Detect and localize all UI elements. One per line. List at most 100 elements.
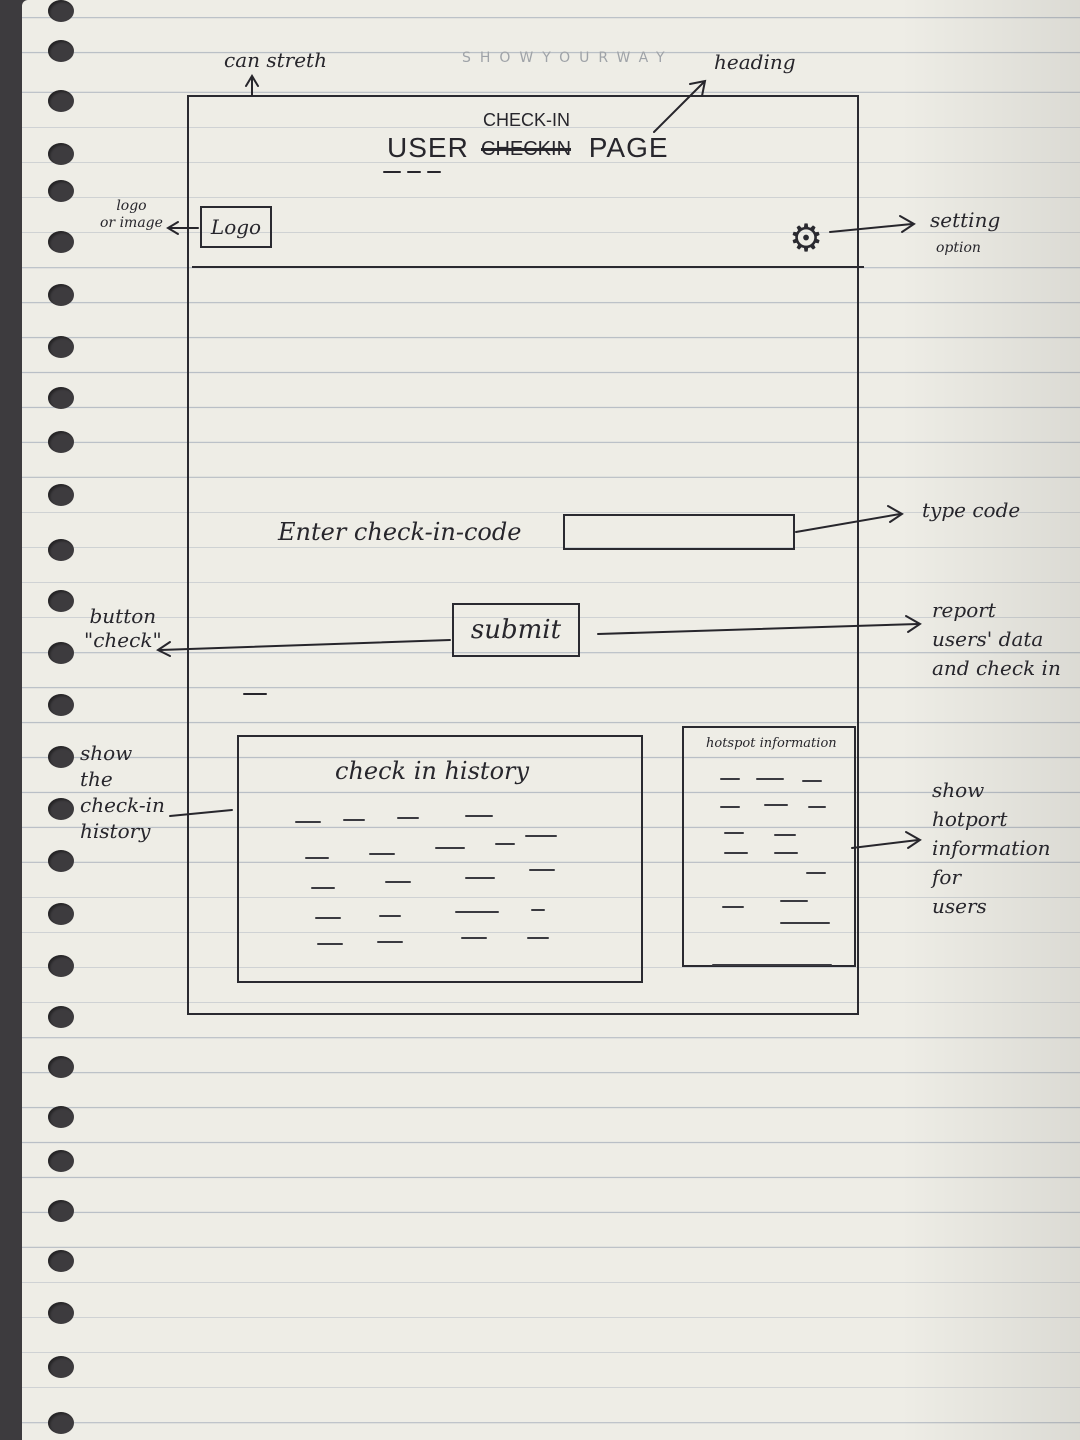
history-arrow: [169, 809, 233, 817]
heading-struck-word: CHECKIN: [481, 138, 572, 160]
binding-hole: [48, 90, 74, 112]
binding-hole: [48, 284, 74, 306]
binding-hole: [48, 484, 74, 506]
placeholder-line: [315, 917, 341, 919]
binding-hole: [48, 642, 74, 664]
placeholder-line: [343, 819, 365, 821]
history-panel-title: check in history: [335, 757, 530, 785]
button-arrow: [159, 639, 451, 651]
binding-hole: [48, 1200, 74, 1222]
note-logo: logo or image: [100, 198, 163, 231]
note-heading: heading: [714, 50, 796, 74]
note-setting-option: option: [936, 240, 981, 256]
placeholder-line: [377, 941, 403, 943]
placeholder-line: [311, 887, 335, 889]
placeholder-line: [379, 915, 401, 917]
placeholder-line: [317, 943, 343, 945]
type-code-arrow: [795, 513, 901, 533]
placeholder-line: [397, 817, 419, 819]
heading-word-user: USER: [387, 132, 469, 163]
placeholder-line: [780, 922, 830, 924]
binding-hole: [48, 336, 74, 358]
placeholder-line: [712, 964, 832, 966]
placeholder-line: [720, 806, 740, 808]
placeholder-line: [435, 847, 465, 849]
page-heading: USER PAGE: [387, 132, 669, 164]
note-stretch: can streth: [224, 48, 327, 72]
heading-word-page: PAGE: [588, 132, 669, 163]
note-setting: setting: [930, 208, 1001, 232]
placeholder-line: [720, 778, 740, 780]
placeholder-line: [525, 835, 557, 837]
binding-hole: [48, 903, 74, 925]
binding-hole: [48, 1302, 74, 1324]
hotspot-panel-title: hotspot information: [706, 736, 837, 751]
placeholder-line: [527, 937, 549, 939]
checkin-history-panel: check in history: [237, 735, 643, 983]
binding-hole: [48, 1056, 74, 1078]
binding-hole: [48, 1250, 74, 1272]
binding-hole: [48, 694, 74, 716]
heading-correction: CHECK-IN: [483, 110, 571, 130]
binding-hole: [48, 798, 74, 820]
note-type-code: type code: [922, 498, 1021, 522]
gear-icon[interactable]: ⚙: [788, 216, 824, 260]
binding-hole: [48, 40, 74, 62]
binding-hole: [48, 387, 74, 409]
placeholder-line: [774, 852, 798, 854]
binding-hole: [48, 850, 74, 872]
placeholder-line: [295, 821, 321, 823]
placeholder-line: [756, 778, 784, 780]
checkin-code-input[interactable]: [563, 514, 795, 550]
submit-button[interactable]: submit: [452, 603, 580, 657]
setting-arrow: [829, 223, 913, 233]
binding-hole: [48, 431, 74, 453]
placeholder-line: [305, 857, 329, 859]
placeholder-line: [495, 843, 515, 845]
brand-watermark: SHOWYOURWAY: [462, 50, 674, 66]
binding-hole: [48, 1356, 74, 1378]
notebook-page: [22, 0, 1080, 1440]
placeholder-line: [724, 832, 744, 834]
binding-hole: [48, 590, 74, 612]
binding-hole: [48, 1412, 74, 1434]
binding-hole: [48, 231, 74, 253]
hotspot-arrow: [851, 839, 919, 849]
placeholder-line: [531, 909, 545, 911]
placeholder-line: [764, 804, 788, 806]
checkin-code-label: Enter check-in-code: [278, 518, 522, 546]
binding-hole: [48, 955, 74, 977]
hotspot-info-panel: hotspot information: [682, 726, 856, 967]
logo-placeholder[interactable]: Logo: [200, 206, 272, 248]
heading-arrow: [653, 81, 705, 133]
binding-hole: [48, 1006, 74, 1028]
binding-hole: [48, 143, 74, 165]
placeholder-line: [806, 872, 826, 874]
binding-hole: [48, 746, 74, 768]
note-button: button "check": [84, 604, 162, 652]
placeholder-line: [802, 780, 822, 782]
binding-hole: [48, 1106, 74, 1128]
placeholder-line: [369, 853, 395, 855]
page-shading: [900, 0, 1080, 1440]
placeholder-line: [780, 900, 808, 902]
header-divider: [192, 266, 864, 268]
note-report: report users' data and check in: [932, 598, 1061, 680]
wireframe-frame: [187, 95, 859, 1015]
note-show-hotspot: show hotport information for users: [932, 778, 1051, 918]
note-show-history: show the check-in history: [80, 741, 165, 843]
placeholder-line: [455, 911, 499, 913]
report-arrow: [597, 623, 919, 635]
placeholder-line: [465, 877, 495, 879]
placeholder-line: [724, 852, 748, 854]
binding-hole: [48, 180, 74, 202]
placeholder-line: [722, 906, 744, 908]
placeholder-line: [529, 869, 555, 871]
binding-hole: [48, 0, 74, 22]
placeholder-line: [385, 881, 411, 883]
binding-hole: [48, 1150, 74, 1172]
placeholder-line: [808, 806, 826, 808]
placeholder-line: [461, 937, 487, 939]
placeholder-line: [774, 834, 796, 836]
